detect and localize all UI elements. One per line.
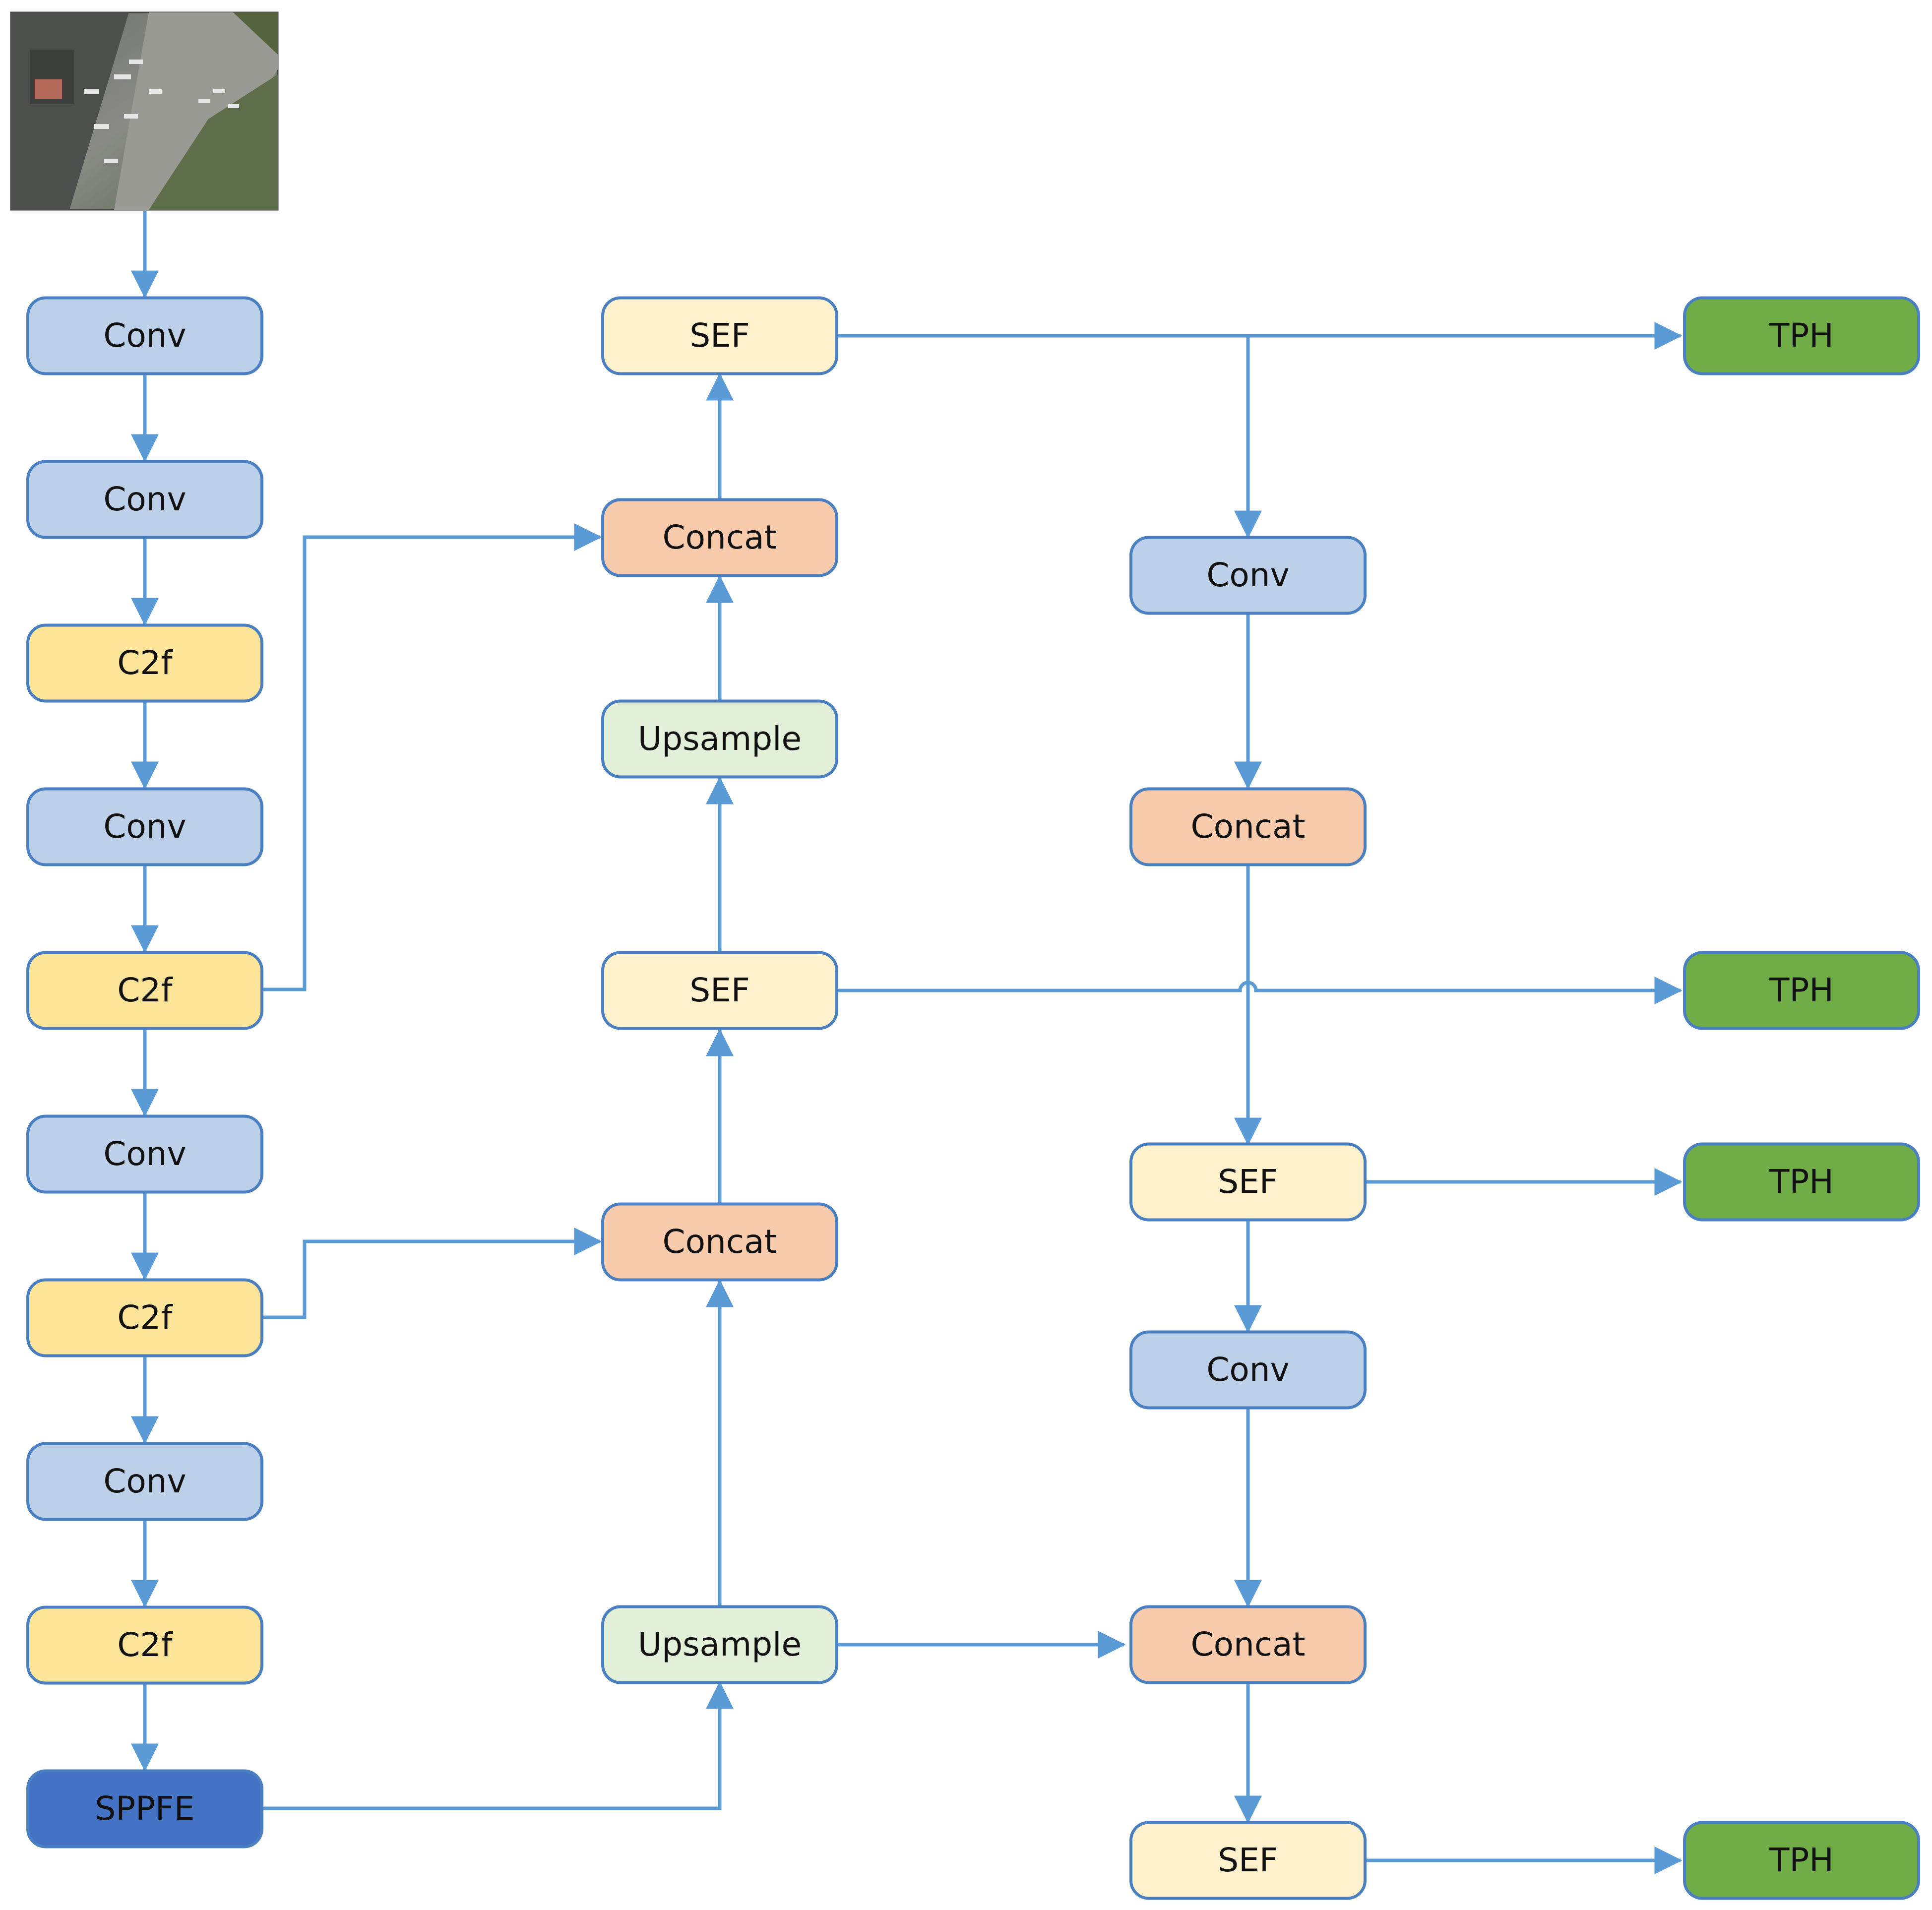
concat-node-n-concat2: Concat [601, 1202, 838, 1282]
node-box [1129, 1605, 1367, 1684]
node-label: SPPFE [95, 1789, 194, 1828]
node-label: Conv [103, 807, 186, 846]
node-label: Conv [103, 1135, 186, 1173]
concat-node-p-concat1: Concat [1129, 787, 1367, 866]
concat-node-p-concat2: Concat [1129, 1605, 1367, 1684]
node-box [1683, 951, 1920, 1030]
node-box [601, 296, 838, 375]
sef-node-p-sef1: SEF [1129, 1142, 1367, 1222]
node-box [26, 1114, 263, 1194]
conv-node-b-conv1: Conv [26, 296, 263, 375]
c2f-node-b-c2f2: C2f [26, 951, 263, 1030]
tph-head-tph1: TPH [1683, 296, 1920, 375]
conv-node-b-conv2: Conv [26, 460, 263, 539]
node-box [1683, 296, 1920, 375]
concat-node-n-concat1: Concat [601, 498, 838, 577]
node-label: TPH [1769, 1841, 1834, 1879]
node-box [1129, 1142, 1367, 1222]
node-label: SEF [1218, 1841, 1278, 1879]
node-box [26, 1605, 263, 1685]
tph-head-tph2: TPH [1683, 951, 1920, 1030]
connectors [131, 211, 1683, 1874]
sppfe-node-b-sppfe: SPPFE [26, 1769, 263, 1848]
arrow-sef2-to-tph2 [837, 977, 1683, 1004]
node-box [26, 1278, 263, 1357]
node-label: TPH [1769, 971, 1834, 1009]
node-box [26, 787, 263, 866]
node-label: TPH [1769, 1163, 1834, 1201]
node-label: C2f [117, 1298, 173, 1337]
node-label: SEF [1218, 1163, 1278, 1201]
node-label: SEF [689, 971, 750, 1009]
node-label: SEF [689, 316, 750, 355]
conv-node-p-conv1: Conv [1129, 536, 1367, 615]
node-box [1129, 787, 1367, 866]
upsample-node-n-upsample1: Upsample [601, 699, 838, 779]
arrow-sppfe-to-upsample2 [262, 1681, 734, 1810]
node-box [601, 699, 838, 779]
conv-node-p-conv2: Conv [1129, 1330, 1367, 1410]
node-label: Conv [103, 316, 186, 355]
c2f-node-b-c2f1: C2f [26, 623, 263, 703]
node-box [26, 296, 263, 375]
node-label: C2f [117, 644, 173, 682]
node-box [1683, 1142, 1920, 1222]
node-label: Conv [103, 480, 186, 518]
node-box [26, 460, 263, 539]
sef-node-n-sef2: SEF [601, 951, 838, 1030]
node-box [601, 1605, 838, 1684]
arrow-c2f2-to-concat1 [262, 523, 602, 991]
node-box [26, 951, 263, 1030]
node-label: Concat [663, 1223, 777, 1261]
input-aerial-image [10, 11, 279, 211]
tph-head-tph4: TPH [1683, 1821, 1920, 1900]
node-box [26, 1442, 263, 1521]
node-box [1129, 1821, 1367, 1900]
c2f-node-b-c2f4: C2f [26, 1605, 263, 1685]
tph-head-tph3: TPH [1683, 1142, 1920, 1222]
node-box [26, 623, 263, 703]
arrow-c2f3-to-concat2 [262, 1228, 602, 1319]
node-box [601, 498, 838, 577]
sef-node-n-sef1: SEF [601, 296, 838, 375]
conv-node-b-conv5: Conv [26, 1442, 263, 1521]
node-box [1683, 1821, 1920, 1900]
node-label: Concat [663, 518, 777, 556]
upsample-node-n-upsample2: Upsample [601, 1605, 838, 1684]
conv-node-b-conv3: Conv [26, 787, 263, 866]
node-box [601, 1202, 838, 1282]
sef-node-p-sef2: SEF [1129, 1821, 1367, 1900]
conv-node-b-conv4: Conv [26, 1114, 263, 1194]
node-label: C2f [117, 1626, 173, 1664]
node-box [601, 951, 838, 1030]
node-label: Concat [1191, 807, 1306, 846]
c2f-node-b-c2f3: C2f [26, 1278, 263, 1357]
node-label: Conv [1206, 556, 1289, 594]
node-box [1129, 1330, 1367, 1410]
node-label: Concat [1191, 1625, 1306, 1664]
node-box [1129, 536, 1367, 615]
node-label: Upsample [638, 720, 802, 758]
node-label: TPH [1769, 316, 1834, 355]
node-label: Conv [103, 1462, 186, 1500]
node-label: Upsample [638, 1625, 802, 1664]
node-label: C2f [117, 971, 173, 1009]
node-label: Conv [1206, 1351, 1289, 1389]
node-box [26, 1769, 263, 1848]
